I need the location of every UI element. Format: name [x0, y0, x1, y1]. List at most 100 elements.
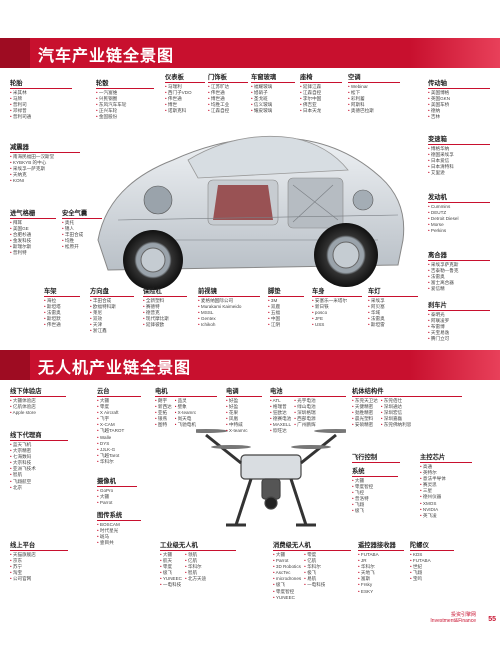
list-item: Parrot — [273, 558, 301, 564]
list-item: X-teamrc — [175, 410, 197, 416]
list-item: Morse — [428, 222, 490, 228]
list-item: Parrot — [97, 500, 137, 506]
list-item: 美国博格 — [428, 90, 490, 96]
list-item: 零度 — [97, 404, 141, 410]
page-footer: 投资引擎网 Investment&Finance 55 — [430, 612, 496, 624]
list-item: 赛灵思 — [420, 482, 472, 488]
list-item: 华科尔 — [304, 564, 325, 570]
list-item: 大疆 — [160, 552, 182, 558]
list-item: 赛德特 — [143, 304, 187, 310]
list-item: 飞控 — [352, 490, 398, 496]
list-item: XMOS — [420, 501, 472, 507]
list-item: Apple store — [10, 410, 66, 416]
list-item: 华域 — [368, 310, 418, 316]
list-item: 双效 — [90, 316, 134, 322]
list-item: 晨光塑料 — [352, 416, 378, 422]
list-item: 天津 — [90, 322, 134, 328]
drone-box-motor: 电机 朗宇新西达亚拓银燕图特 品灵壁象X-teamrc尚天电飞驰电机 — [155, 386, 217, 428]
list-item: 凤凰 — [226, 416, 262, 422]
list-item: 德国采埃孚 — [428, 152, 490, 158]
list-item: 深圳嘉磊 — [381, 416, 411, 422]
list-item: 飞越TAROT — [97, 428, 141, 434]
car-section-title: 汽车产业链全景图 — [38, 46, 175, 65]
drone-section-banner: 无人机产业链全景图 — [0, 350, 500, 380]
list-item: 极飞 — [160, 570, 182, 576]
list-item: Perkins — [428, 228, 490, 234]
list-item: 东莞佰仕 — [381, 398, 411, 404]
list-item: FUTABA — [410, 558, 454, 564]
list-item: 英特尔 — [420, 470, 472, 476]
list-item: 天猫旗舰店 — [10, 552, 68, 558]
list-item: X Aircraft — [97, 410, 141, 416]
drone-section-title: 无人机产业链全景图 — [38, 358, 192, 377]
list-item: 天纳克 — [10, 172, 80, 178]
list-item: 双鹿 — [268, 304, 304, 310]
list-item: 一电科技 — [304, 582, 325, 588]
list-item: 马牌 — [10, 96, 72, 102]
list-item: 世纪 — [410, 564, 454, 570]
list-item: 普洛特 — [352, 496, 398, 502]
list-item: 欣旺达 — [270, 428, 291, 434]
list-item: 布雷博 — [428, 324, 490, 330]
list-item: 安塞乐一米塔尔 — [312, 298, 362, 304]
car-box-airbag: 安全气囊 奥托锦人丰田合成均胜松原开 — [62, 208, 102, 250]
list-item: 苏宁 — [10, 564, 68, 570]
list-item: 宝鸣 — [410, 576, 454, 582]
list-item: 格瑞普 — [270, 404, 291, 410]
list-item: 德普克 — [143, 310, 187, 316]
list-item: 马瑞利 — [165, 84, 205, 90]
list-item: DEUTZ — [428, 210, 490, 216]
list-item: 光宇电池 — [294, 398, 315, 404]
list-item: 阿斯科 — [348, 102, 400, 108]
list-item: 极飞 — [304, 570, 325, 576]
drone-box-cloud: 云台 大疆零度X Aircraft飞宇X-CAM飞越TAROTWalleDYSJ… — [97, 386, 141, 465]
list-item: 博世 — [165, 102, 205, 108]
list-item: 好盈 — [226, 398, 262, 404]
list-item: 北方天途 — [185, 576, 206, 582]
list-item: 零度智控 — [273, 589, 301, 595]
list-item: 法雷奥 — [428, 274, 490, 280]
drone-box-esc: 电调 好盈好盈花果凤凰中特威X-teamrc — [226, 386, 262, 435]
car-box-hvac: 空调 Webinar松下彩利蓄阿斯科奥德巴拉斯 — [348, 72, 400, 114]
list-item: 阿贝塞 — [368, 304, 418, 310]
list-item: 泰明光 — [428, 312, 490, 318]
list-item: 广州鹏辉 — [294, 422, 315, 428]
list-item: 蓝天飞机 — [10, 442, 68, 448]
list-item: 富士离合器 — [428, 280, 490, 286]
list-item: JR — [358, 558, 404, 564]
car-box-shock: 减震器 南海民福田一汉斯堂KYBKYB 的中心采埃孚一萨克斯天纳克KONI — [10, 142, 80, 184]
list-item: Gentex — [198, 316, 260, 322]
list-item: 劲胜精密 — [352, 410, 378, 416]
list-item: 日本清特科 — [428, 164, 490, 170]
list-item: 深圳通达 — [381, 404, 411, 410]
list-item: 江森自控 — [208, 108, 248, 114]
list-item: microdrones — [273, 576, 301, 582]
list-item: 金发科技 — [10, 238, 56, 244]
list-item: 均胜工业 — [208, 102, 248, 108]
list-item: 天宝易逸 — [428, 330, 490, 336]
car-box-intake: 进气格栅 拜耳美国GE合肥杉通金发科技斯瑞尔斯普利特 — [10, 208, 56, 257]
list-item: 普利司 — [10, 102, 72, 108]
list-item: 零度 — [304, 552, 325, 558]
car-box-hub: 轮毂 一汽富维兴民钢圈东风汽车车轮正兴车轮金固股份 — [96, 78, 154, 120]
list-item: 朗宇 — [155, 398, 172, 404]
drone-box-flightctrl: 飞行控制 — [352, 452, 400, 464]
list-item: 智航 — [10, 472, 68, 478]
drone-box-online: 线上平台 天猫旗舰店京东苏宁淘宝公司官网 — [10, 540, 68, 582]
car-box-steer: 方向盘 丰田合成欧福特科斯莱尼双效天津浙江鑫 — [90, 286, 134, 335]
list-item: 东莞天卫达 — [352, 398, 378, 404]
list-item: Murakami Kaimeido — [198, 304, 260, 310]
list-item: KYBKYB 的中心 — [10, 160, 80, 166]
list-item: NVIDIA — [420, 507, 472, 513]
drone-box-chip: 主控芯片 高通英特尔意法半导体赛灵思三星德州仪器XMOSNVIDIA英飞凌 — [420, 452, 472, 519]
list-item: USS — [312, 322, 362, 328]
list-item: 松原开 — [62, 244, 102, 250]
list-item: 时代星光 — [97, 528, 141, 534]
list-item: KONI — [10, 178, 80, 184]
list-item: JJLK-G — [97, 447, 141, 453]
list-item: 麦格纳国际公司 — [198, 298, 260, 304]
list-item: 中国 — [268, 316, 304, 322]
drone-illustration — [196, 429, 346, 527]
list-item: 亚拓 — [155, 410, 172, 416]
list-item: 日本天龙 — [300, 108, 342, 114]
